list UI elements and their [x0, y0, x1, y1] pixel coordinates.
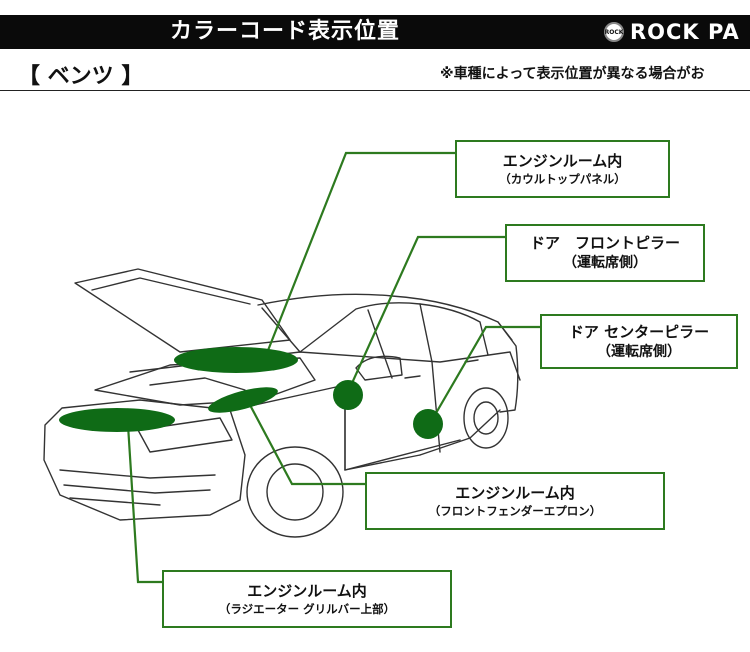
callout-radiator: エンジンルーム内 （ラジエーター グリルバー上部） — [162, 570, 452, 628]
brand-badge-icon: ROCK — [604, 22, 624, 42]
callout-fender-apron: エンジンルーム内 （フロントフェンダーエプロン） — [365, 472, 665, 530]
callout-front-pillar: ドア フロントピラー （運転席側） — [505, 224, 705, 282]
marker-center-pillar — [413, 409, 443, 439]
marker-fender-apron — [208, 387, 278, 413]
leader-line-center-pillar — [431, 325, 540, 421]
callout-center-pillar: ドア センターピラー （運転席側） — [540, 314, 738, 369]
note-text: ※車種によって表示位置が異なる場合がお — [440, 66, 705, 82]
callout-label: エンジンルーム内 — [455, 484, 575, 502]
callout-sublabel: （フロントフェンダーエプロン） — [428, 504, 602, 518]
header-bar: カラーコード表示位置 ROCK ROCK PA — [0, 15, 750, 49]
callout-sublabel: （ラジエーター グリルバー上部） — [218, 602, 396, 616]
callout-label: ドア センターピラー — [568, 322, 710, 341]
brand-logo: ROCK ROCK PA — [604, 15, 740, 49]
callout-sublabel: （運転席側） — [597, 343, 681, 360]
marker-radiator — [59, 408, 175, 432]
callout-label: エンジンルーム内 — [502, 152, 623, 170]
leader-line-fender-apron — [249, 404, 365, 486]
page-title: カラーコード表示位置 — [169, 19, 400, 44]
color-code-markers — [59, 347, 443, 439]
callout-sublabel: （運転席側） — [563, 255, 647, 271]
callout-cowl-top: エンジンルーム内 （カウルトップパネル） — [455, 140, 670, 198]
make-label: 【 ベンツ 】 — [18, 64, 144, 89]
callout-label: エンジンルーム内 — [247, 582, 367, 600]
marker-front-pillar — [333, 380, 363, 410]
marker-cowl-top — [174, 347, 298, 373]
leader-line-radiator — [126, 424, 162, 584]
callout-label: ドア フロントピラー — [529, 234, 680, 252]
brand-name: ROCK PA — [630, 20, 740, 44]
leader-line-front-pillar — [346, 235, 505, 393]
leader-line-cowl-top — [263, 151, 455, 359]
subheader: 【 ベンツ 】 ※車種によって表示位置が異なる場合がお — [0, 52, 750, 91]
callout-sublabel: （カウルトップパネル） — [499, 172, 626, 186]
leader-lines — [126, 151, 540, 584]
